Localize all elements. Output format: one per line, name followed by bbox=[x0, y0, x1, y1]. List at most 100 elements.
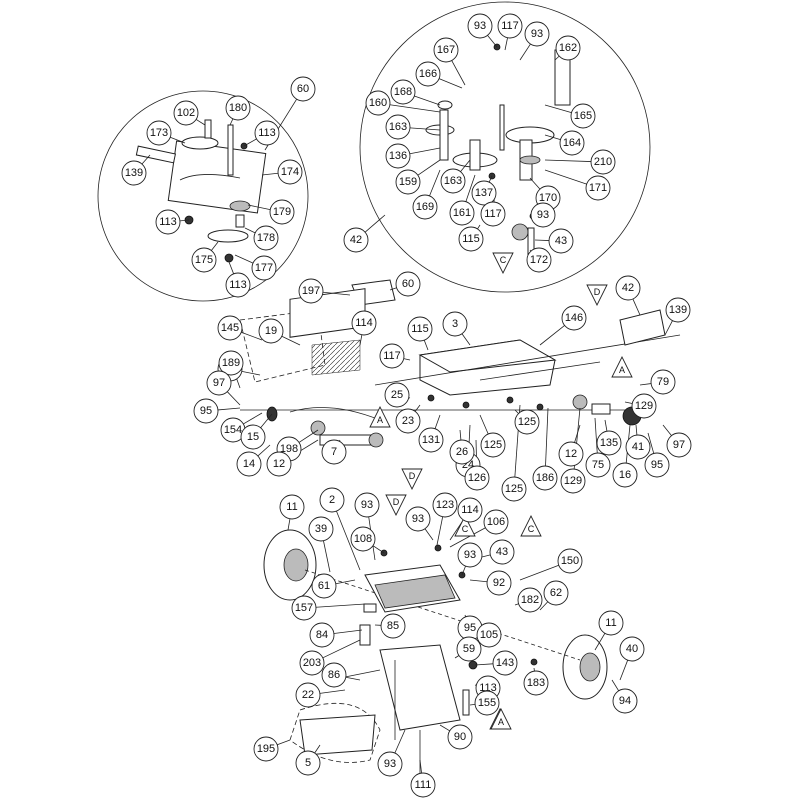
callout-label: 86 bbox=[328, 669, 340, 681]
callout-169: 169 bbox=[412, 194, 438, 220]
callout-label: 145 bbox=[221, 322, 239, 334]
callout-93: 93 bbox=[467, 13, 493, 39]
callout-label: 195 bbox=[257, 743, 275, 755]
callout-circle bbox=[432, 492, 458, 518]
callout-circle bbox=[585, 175, 611, 201]
callout-22: 22 bbox=[295, 682, 321, 708]
callout-115: 115 bbox=[458, 226, 484, 252]
reference-triangle-C: C bbox=[492, 252, 514, 275]
leader-line-86 bbox=[345, 676, 361, 681]
callout-circle bbox=[524, 21, 550, 47]
callout-circle bbox=[225, 272, 251, 298]
callout-102: 102 bbox=[173, 100, 199, 126]
leader-line-114 bbox=[241, 370, 261, 376]
leader-line-203 bbox=[322, 639, 361, 659]
callout-label: 95 bbox=[651, 459, 663, 471]
callout-label: 12 bbox=[273, 458, 285, 470]
callout-circle bbox=[449, 439, 475, 465]
callout-circle bbox=[266, 451, 292, 477]
triangle-shape bbox=[520, 514, 542, 537]
callout-61: 61 bbox=[311, 573, 337, 599]
reference-triangle-A: A bbox=[369, 405, 391, 428]
callout-75: 75 bbox=[585, 452, 611, 478]
leader-line-155 bbox=[469, 704, 476, 706]
callout-85: 85 bbox=[380, 613, 406, 639]
callout-143: 143 bbox=[492, 650, 518, 676]
leader-line-113 bbox=[228, 261, 234, 274]
callout-11: 11 bbox=[598, 610, 624, 636]
leader-line-115 bbox=[423, 340, 429, 351]
callout-label: 203 bbox=[303, 657, 321, 669]
callout-circle bbox=[395, 271, 421, 297]
callout-161: 161 bbox=[449, 200, 475, 226]
callout-circle bbox=[206, 370, 232, 396]
callout-41: 41 bbox=[625, 434, 651, 460]
callout-circle bbox=[612, 462, 638, 488]
callout-113: 113 bbox=[254, 120, 280, 146]
callout-circle bbox=[442, 311, 468, 337]
callout-circle bbox=[517, 587, 543, 613]
callout-42: 42 bbox=[343, 227, 369, 253]
callout-126: 126 bbox=[464, 465, 490, 491]
leader-line-95 bbox=[217, 407, 241, 411]
callout-circle bbox=[631, 393, 657, 419]
callout-circle bbox=[377, 751, 403, 777]
reference-triangle-A: A bbox=[490, 707, 512, 730]
callout-label: 198 bbox=[280, 443, 298, 455]
callout-157: 157 bbox=[291, 595, 317, 621]
callout-167: 167 bbox=[433, 37, 459, 63]
triangle-label: A bbox=[619, 365, 625, 375]
leader-line-93 bbox=[487, 35, 498, 48]
callout-circle bbox=[497, 13, 523, 39]
leader-line-157 bbox=[315, 603, 366, 608]
callout-label: 62 bbox=[550, 587, 562, 599]
callout-93: 93 bbox=[377, 751, 403, 777]
callout-label: 113 bbox=[229, 279, 247, 291]
leader-line-95 bbox=[647, 432, 655, 454]
reference-triangle-C: C bbox=[454, 514, 476, 537]
leader-line-178 bbox=[244, 227, 256, 234]
leader-line-154 bbox=[243, 412, 263, 425]
detail-42-parts bbox=[425, 43, 571, 259]
callout-40: 40 bbox=[619, 636, 645, 662]
leader-line-163 bbox=[460, 159, 471, 172]
callout-circle bbox=[433, 37, 459, 63]
callout-label: 113 bbox=[159, 216, 177, 228]
callout-90: 90 bbox=[447, 724, 473, 750]
callout-circle bbox=[295, 682, 321, 708]
callout-label: 19 bbox=[265, 325, 277, 337]
callout-circle bbox=[121, 160, 147, 186]
leader-line-22 bbox=[319, 689, 346, 694]
callout-15: 15 bbox=[240, 424, 266, 450]
callout-12: 12 bbox=[266, 451, 292, 477]
callout-7: 7 bbox=[321, 439, 347, 465]
callout-164: 164 bbox=[559, 130, 585, 156]
callout-label: 115 bbox=[411, 323, 429, 335]
callout-circle bbox=[619, 636, 645, 662]
callout-label: 39 bbox=[315, 523, 327, 535]
callout-circle bbox=[489, 539, 515, 565]
leader-line-160 bbox=[389, 104, 441, 113]
callout-circle bbox=[449, 200, 475, 226]
triangle-label: A bbox=[377, 415, 383, 425]
triangle-shape bbox=[586, 284, 608, 307]
leader-line-179 bbox=[247, 204, 271, 210]
leader-line-167 bbox=[451, 60, 466, 86]
callout-circle bbox=[240, 424, 266, 450]
callout-circle bbox=[530, 202, 556, 228]
leader-line-159 bbox=[417, 159, 441, 176]
leader-line-139 bbox=[141, 154, 151, 165]
callout-circle bbox=[146, 120, 172, 146]
leader-line-75 bbox=[594, 417, 598, 454]
callout-label: 23 bbox=[402, 415, 414, 427]
leader-line-102 bbox=[195, 119, 206, 126]
callout-circle bbox=[173, 100, 199, 126]
callout-circle bbox=[218, 350, 244, 376]
leader-line-139 bbox=[664, 320, 673, 336]
callout-circle bbox=[457, 497, 483, 523]
callout-circle bbox=[277, 159, 303, 185]
callout-label: 165 bbox=[574, 110, 592, 122]
callout-label: 75 bbox=[592, 459, 604, 471]
leader-line-166 bbox=[438, 78, 463, 89]
leader-line-195 bbox=[277, 739, 291, 746]
